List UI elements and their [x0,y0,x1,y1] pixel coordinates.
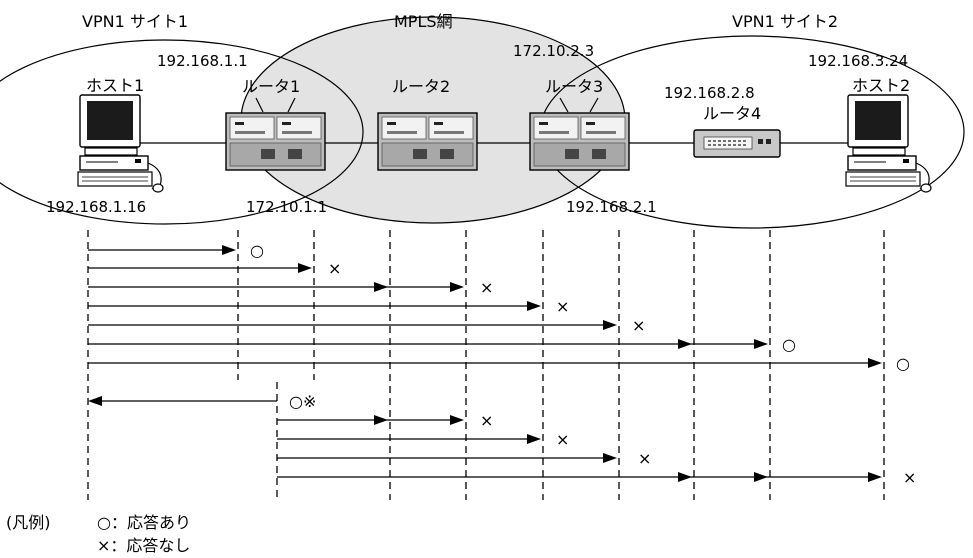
result-mark: × [480,411,493,430]
router3-ip-upper: 172.10.2.3 [513,42,594,60]
site1-title: VPN1 サイト1 [82,12,188,31]
router4-ip: 192.168.2.8 [664,84,755,102]
result-mark: × [638,449,651,468]
router1-icon [225,112,326,171]
host1-label: ホスト1 [86,76,144,95]
legend-yes: ○：応答あり [97,513,191,532]
result-mark: ○ [250,241,264,260]
host2-label: ホスト2 [852,76,910,95]
router1-label: ルータ1 [242,77,300,96]
legend-no: ×：応答なし [97,536,190,555]
legend-title: (凡例) [6,513,51,532]
router4-icon [693,129,781,158]
result-mark: × [480,278,493,297]
router3-ip-lower: 192.168.2.1 [566,198,657,216]
router4-label: ルータ4 [703,104,761,123]
result-marks: ○ × × × × ○ ○ ○※ × × × × [250,241,916,487]
router2-icon [377,112,478,171]
result-mark: × [632,316,645,335]
host2-ip: 192.168.3.24 [808,52,908,70]
result-mark: ○ [782,335,796,354]
router3-label: ルータ3 [545,77,603,96]
legend: (凡例) ○：応答あり ×：応答なし [6,513,191,555]
result-mark: ○ [896,354,910,373]
result-mark: × [556,430,569,449]
result-mark: × [903,468,916,487]
host1-ip: 192.168.1.16 [46,198,146,216]
label-tick-marks [255,97,599,113]
router1-ip-upper: 192.168.1.1 [157,52,248,70]
router3-icon [529,112,630,171]
result-mark: × [556,297,569,316]
host2-computer-icon [845,94,932,193]
result-mark: ○※ [289,392,316,411]
site1-boundary [0,39,364,225]
probe-arrows [88,245,882,482]
host1-computer-icon [77,94,164,193]
mpls-title: MPLS網 [394,12,453,31]
router1-ip-lower: 172.10.1.1 [246,198,327,216]
site2-title: VPN1 サイト2 [732,12,838,31]
reference-lines [87,230,885,500]
router2-label: ルータ2 [392,77,450,96]
result-mark: × [328,259,341,278]
